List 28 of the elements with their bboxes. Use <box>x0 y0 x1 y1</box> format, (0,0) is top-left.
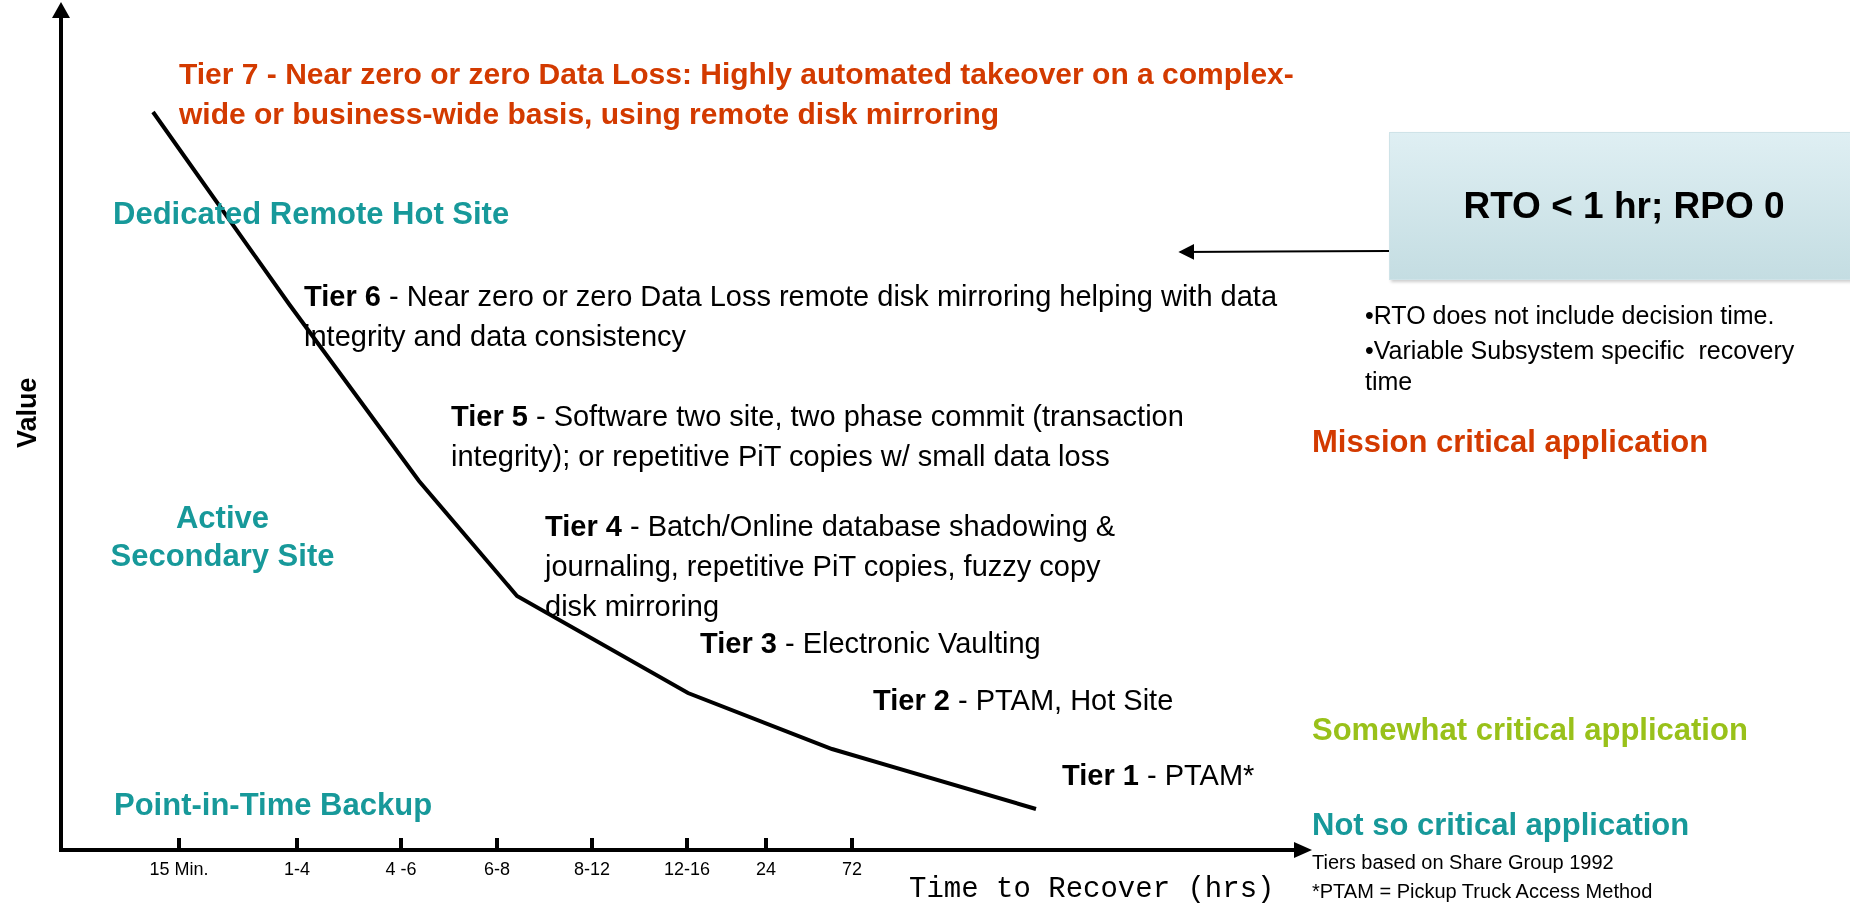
tick-label: 72 <box>842 859 862 880</box>
annotation-text: Point-in-Time Backup <box>114 786 433 824</box>
annotation-text: Tiers based on Share Group 1992 <box>1312 851 1614 874</box>
annotation-text: Tier 7 - Near zero or zero Data Loss: Highly automated takeover on a complex-wide or business-wide basis, using remote disk mirroring <box>179 56 1295 132</box>
annotation-text: Tier 1 - PTAM* <box>1062 758 1255 793</box>
tick-label: 12-16 <box>664 859 710 880</box>
annotation-text: Tier 4 - Batch/Online database shadowing & journaling, repetitive PiT copies, fuzzy copy disk mirroring <box>545 509 1117 624</box>
axis-title: Time to Recover (hrs) <box>909 873 1275 906</box>
tick-label: 8-12 <box>574 859 610 880</box>
callout-box <box>1389 132 1850 280</box>
annotation-text: Somewhat critical application <box>1312 712 1748 748</box>
annotation-text: •Variable Subsystem specific recovery time <box>1365 335 1796 397</box>
annotation-text: Tier 3 - Electronic Vaulting <box>700 626 1041 661</box>
tick-label: 24 <box>756 859 776 880</box>
annotation-text: •RTO does not include decision time. <box>1365 300 1776 331</box>
annotation-text: Mission critical application <box>1312 424 1709 460</box>
annotation-text: Tier 2 - PTAM, Hot Site <box>873 683 1174 718</box>
arrow <box>1178 243 1390 260</box>
annotation-text: Active Secondary Site <box>109 499 336 575</box>
tick-label: 6-8 <box>484 859 510 880</box>
tick-label: 4 -6 <box>385 859 417 880</box>
tick-label: 1-4 <box>284 859 310 880</box>
axis-title: Value <box>12 377 43 448</box>
annotation-text: Tier 5 - Software two site, two phase commit (transaction integrity); or repetitive PiT copies w/ small data loss <box>451 399 1185 474</box>
tick-label: 15 Min. <box>149 859 209 880</box>
callout-text: RTO < 1 hr; RPO 0 <box>1463 185 1785 227</box>
annotation-text: Not so critical application <box>1312 807 1690 843</box>
annotation-text: *PTAM = Pickup Truck Access Method <box>1312 880 1653 903</box>
